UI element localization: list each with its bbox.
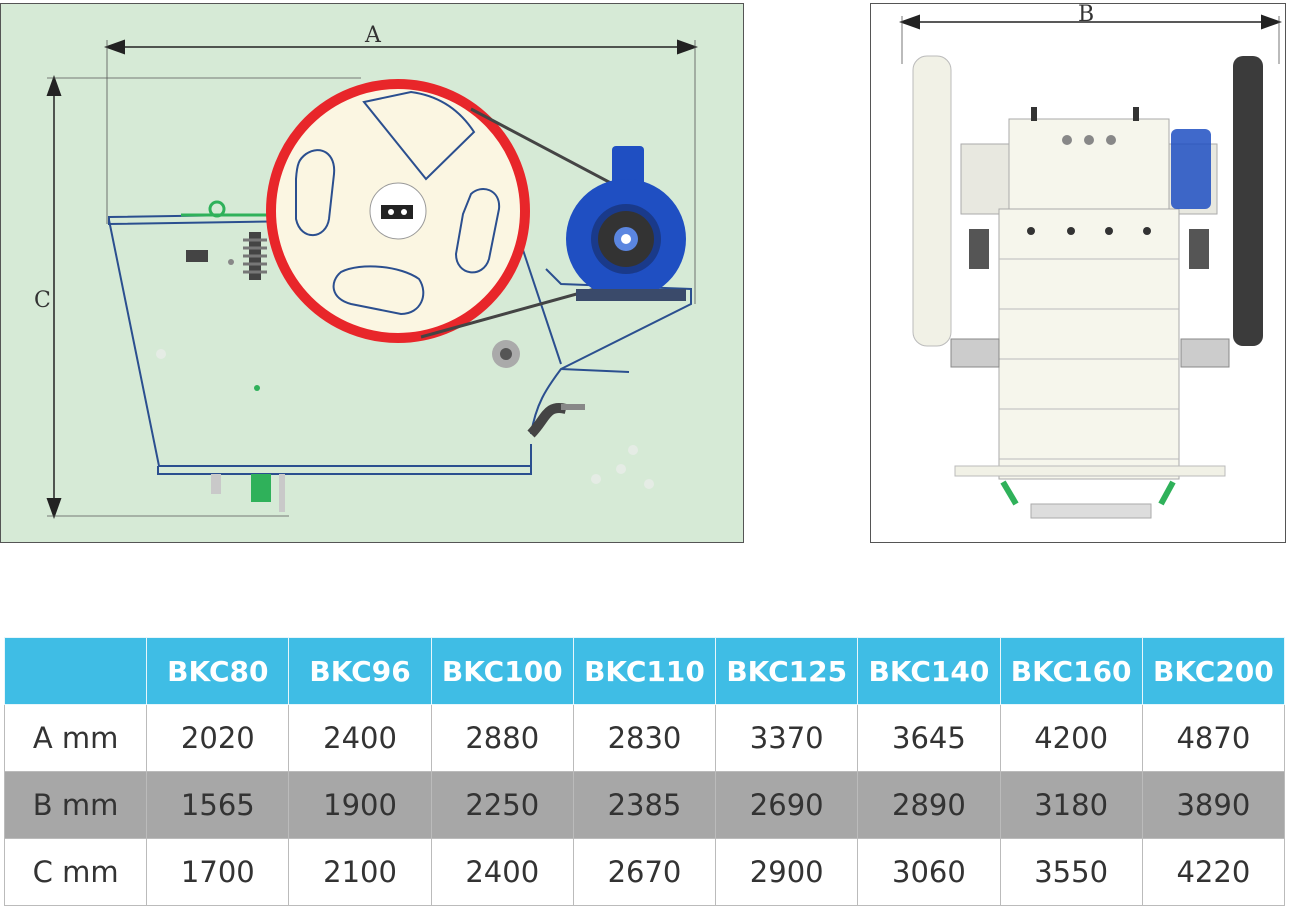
- flywheel-left-icon: [912, 55, 952, 347]
- motor-icon: [566, 146, 686, 301]
- table-row: B mm 1565 1900 2250 2385 2690 2890 3180 …: [3, 771, 1286, 839]
- table-cell: 3060: [857, 838, 1001, 906]
- dimension-c: C: [34, 75, 361, 519]
- table-cell: 2250: [430, 771, 574, 839]
- table-cell: 2385: [572, 771, 717, 839]
- model-header: BKC125: [715, 637, 859, 705]
- table-cell: 2100: [288, 838, 432, 906]
- front-view-panel: B: [870, 3, 1286, 543]
- table-corner-cell: [3, 637, 148, 705]
- model-header: BKC200: [1141, 637, 1286, 705]
- dimension-a-label: A: [364, 23, 382, 48]
- model-header: BKC110: [572, 637, 717, 705]
- table-cell: 2880: [430, 704, 574, 772]
- side-view-drawing: A C: [34, 23, 698, 519]
- table-cell: 1700: [146, 838, 290, 906]
- row-label: A mm: [3, 704, 148, 772]
- model-header: BKC140: [857, 637, 1001, 705]
- tension-spring-icon: [527, 403, 585, 438]
- toggle-assembly-icon: [492, 340, 520, 368]
- table-cell: 3370: [715, 704, 859, 772]
- flywheel-right-icon: [1233, 56, 1263, 346]
- dimension-b-label: B: [1078, 4, 1094, 27]
- flywheel-icon: [266, 79, 642, 343]
- table-cell: 1565: [146, 771, 290, 839]
- spec-table: BKC80 BKC96 BKC100 BKC110 BKC125 BKC140 …: [3, 637, 1286, 906]
- side-view-panel: A C: [0, 3, 744, 543]
- table-row: A mm 2020 2400 2880 2830 3370 3645 4200 …: [3, 704, 1286, 772]
- spring-icon: [243, 232, 267, 280]
- table-cell: 3890: [1141, 771, 1286, 839]
- table-cell: 2670: [572, 838, 717, 906]
- model-header: BKC80: [146, 637, 290, 705]
- dimension-b: B: [899, 4, 1282, 64]
- base-spring-icon: [251, 474, 271, 502]
- table-cell: 4200: [999, 704, 1143, 772]
- table-cell: 1900: [288, 771, 432, 839]
- model-header: BKC96: [288, 637, 432, 705]
- table-cell: 3645: [857, 704, 1001, 772]
- table-cell: 2890: [857, 771, 1001, 839]
- front-view-drawing: B: [899, 4, 1282, 519]
- row-label: B mm: [3, 771, 148, 839]
- table-cell: 2400: [430, 838, 574, 906]
- table-header-row: BKC80 BKC96 BKC100 BKC110 BKC125 BKC140 …: [3, 637, 1286, 705]
- table-cell: 2690: [715, 771, 859, 839]
- table-cell: 2900: [715, 838, 859, 906]
- dimension-a: A: [104, 23, 698, 304]
- table-cell: 3180: [999, 771, 1143, 839]
- table-row: C mm 1700 2100 2400 2670 2900 3060 3550 …: [3, 838, 1286, 906]
- table-cell: 4220: [1141, 838, 1286, 906]
- dimension-c-label: C: [34, 288, 51, 313]
- table-cell: 4870: [1141, 704, 1286, 772]
- table-cell: 2020: [146, 704, 290, 772]
- nameplate-icon: [186, 250, 208, 262]
- table-cell: 3550: [999, 838, 1143, 906]
- row-label: C mm: [3, 838, 148, 906]
- model-header: BKC160: [999, 637, 1143, 705]
- table-cell: 2830: [572, 704, 717, 772]
- pivot-ring-icon: [208, 200, 226, 218]
- table-cell: 2400: [288, 704, 432, 772]
- crusher-body: [950, 107, 1230, 519]
- model-header: BKC100: [430, 637, 574, 705]
